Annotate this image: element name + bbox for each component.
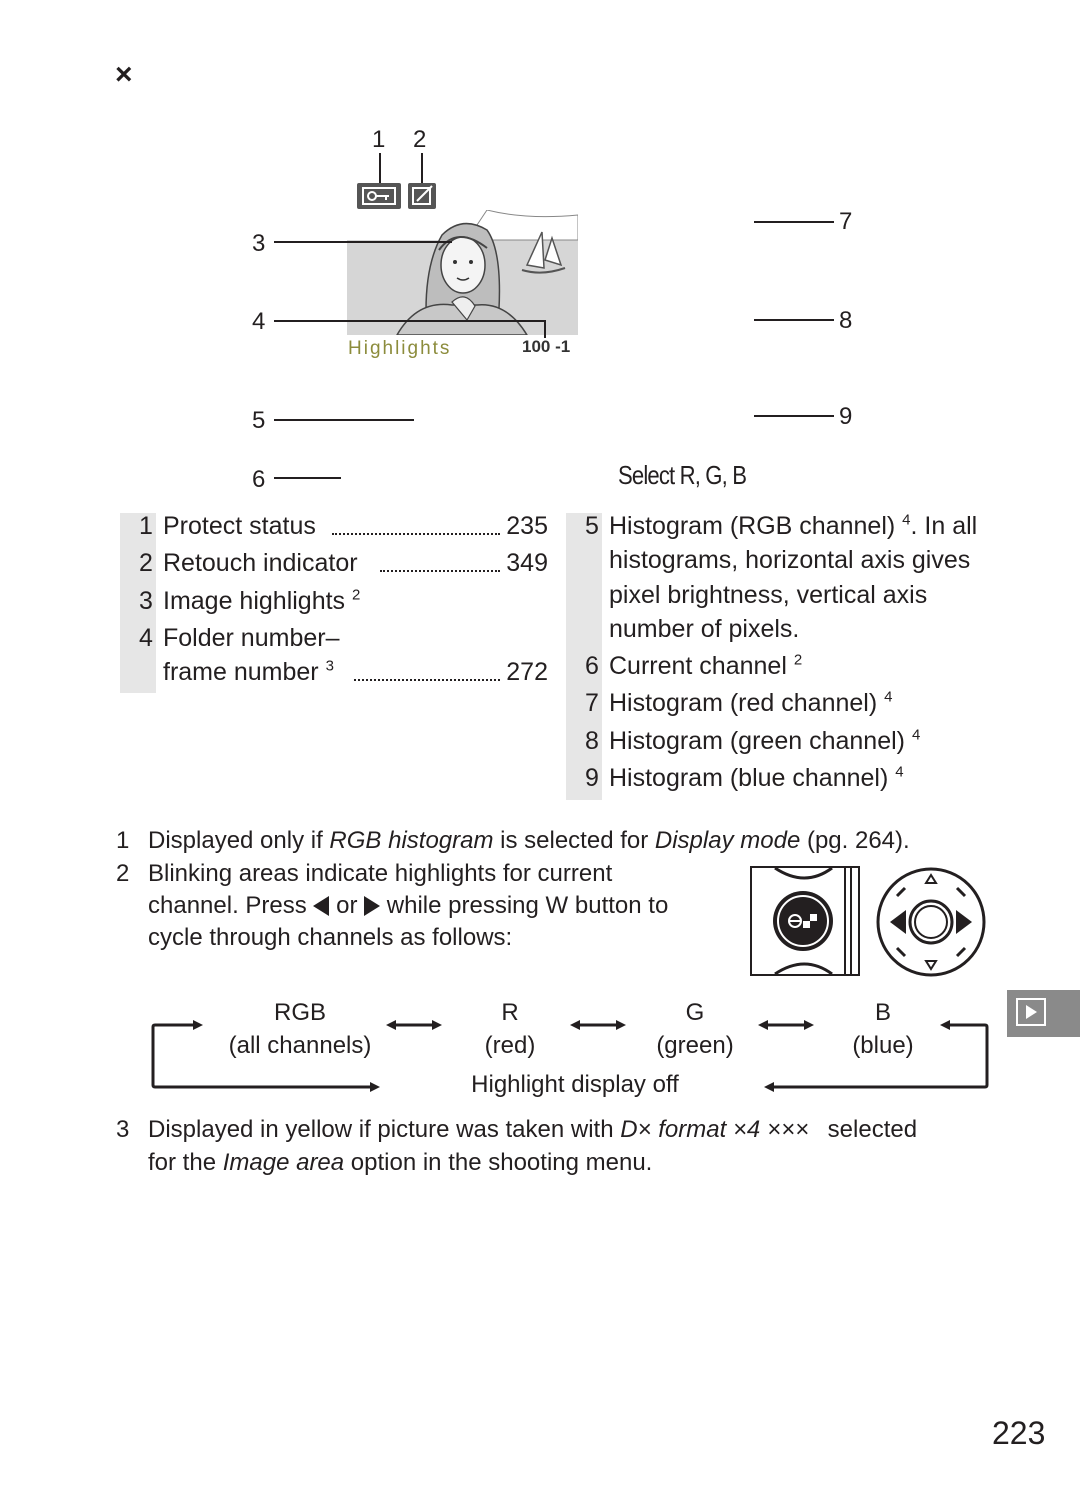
leader-dots [354, 679, 500, 681]
legend-num: 8 [585, 727, 599, 755]
callout-6-line [274, 477, 341, 479]
callout-9-line [754, 415, 834, 417]
right-arrow-icon [364, 896, 381, 916]
callout-6: 6 [252, 466, 266, 493]
legend-label: Retouch indicator [163, 549, 358, 577]
footnote-3-line-1: Displayed in yellow if picture was taken… [148, 1116, 918, 1143]
legend-label: Histogram (green channel) 4 [609, 726, 921, 755]
legend-label: Current channel 2 [609, 651, 803, 680]
footnote-1-number: 1 [116, 827, 130, 854]
retouch-icon [408, 183, 436, 209]
cycle-b-sub: (blue) [852, 1032, 914, 1059]
page-number: 223 [992, 1415, 1046, 1451]
callout-1: 1 [372, 126, 386, 153]
callout-2: 2 [413, 126, 427, 153]
legend-page: 272 [506, 658, 548, 686]
callout-5: 5 [252, 407, 266, 434]
cycle-b: B [874, 999, 891, 1026]
callout-3: 3 [252, 230, 266, 257]
callout-7-line [754, 221, 834, 223]
cycle-highlight-off: Highlight display off [471, 1071, 679, 1098]
legend-item-protect: 1 Protect status 235 [128, 509, 548, 543]
leader-dots [332, 533, 500, 535]
header-glyph: × [115, 58, 133, 91]
callout-8-line [754, 319, 834, 321]
legend-right-shade [566, 513, 602, 800]
left-arrow-icon [313, 896, 330, 916]
footnote-3-line-2: for the Image area option in the shootin… [148, 1149, 653, 1176]
footnote-2-line-1: Blinking areas indicate highlights for c… [148, 860, 613, 887]
legend-item-folder: 4 Folder number– [128, 621, 548, 655]
cycle-g: G [685, 999, 705, 1026]
cycle-rgb-sub: (all channels) [228, 1032, 372, 1059]
footnote-1-text: Displayed only if RGB histogram is selec… [148, 827, 910, 854]
legend-label: Image highlights 2 [163, 586, 361, 615]
legend-label: Histogram (red channel) 4 [609, 688, 893, 717]
legend-num: 6 [585, 652, 599, 680]
legend-label: Protect status [163, 512, 316, 540]
callout-9: 9 [839, 403, 853, 430]
cycle-r-sub: (red) [484, 1032, 536, 1059]
callout-2-line [421, 153, 423, 183]
photo-preview [347, 210, 578, 335]
cycle-r: R [501, 999, 519, 1026]
playback-section-tab [1007, 990, 1080, 1037]
legend-item-retouch: 2 Retouch indicator 349 [128, 546, 548, 580]
legend-num: 2 [139, 549, 153, 577]
protect-key-icon [357, 183, 401, 209]
legend-label: Folder number– [163, 624, 340, 652]
legend-label: frame number 3 [163, 657, 334, 686]
legend-item-highlights: 3 Image highlights 2 [128, 584, 548, 618]
footnote-3-number: 3 [116, 1116, 130, 1143]
legend-item-frame: frame number 3 272 [128, 655, 548, 689]
multi-selector-illustration [875, 866, 987, 978]
callout-4: 4 [252, 308, 266, 335]
legend-num: 7 [585, 689, 599, 717]
select-channel-label: Select R, G, B [618, 460, 747, 490]
legend-num: 3 [139, 587, 153, 615]
frame-number-readout: 100 -1 [522, 337, 571, 356]
cycle-arrows [145, 1008, 1005, 1098]
callout-8: 8 [839, 307, 853, 334]
legend-num: 9 [585, 764, 599, 792]
legend-num: 4 [139, 624, 153, 652]
callout-7: 7 [839, 208, 853, 235]
callout-1-line [379, 153, 381, 183]
legend-page: 349 [506, 549, 548, 577]
legend-page: 235 [506, 512, 548, 540]
legend-num: 1 [139, 512, 153, 540]
leader-dots [380, 570, 500, 572]
highlights-label: Highlights [348, 338, 452, 359]
playback-icon [1016, 998, 1046, 1026]
footnote-2-line-3: cycle through channels as follows: [148, 924, 513, 951]
callout-5-line [274, 419, 414, 421]
legend-left-shade [120, 513, 156, 693]
legend-label: Histogram (blue channel) 4 [609, 763, 904, 792]
callout-3-line [274, 241, 452, 243]
callout-4-drop [544, 320, 546, 338]
cycle-g-sub: (green) [656, 1032, 734, 1059]
legend-num: 5 [585, 512, 599, 540]
footnote-2-number: 2 [116, 860, 130, 887]
callout-4-line [274, 320, 546, 322]
cycle-rgb: RGB [273, 999, 326, 1026]
footnote-2-line-2: channel. Press or while pressing W butto… [148, 892, 669, 919]
camera-zoom-button-illustration [750, 866, 860, 976]
legend-label: Histogram (RGB channel) 4. In all [609, 511, 978, 540]
